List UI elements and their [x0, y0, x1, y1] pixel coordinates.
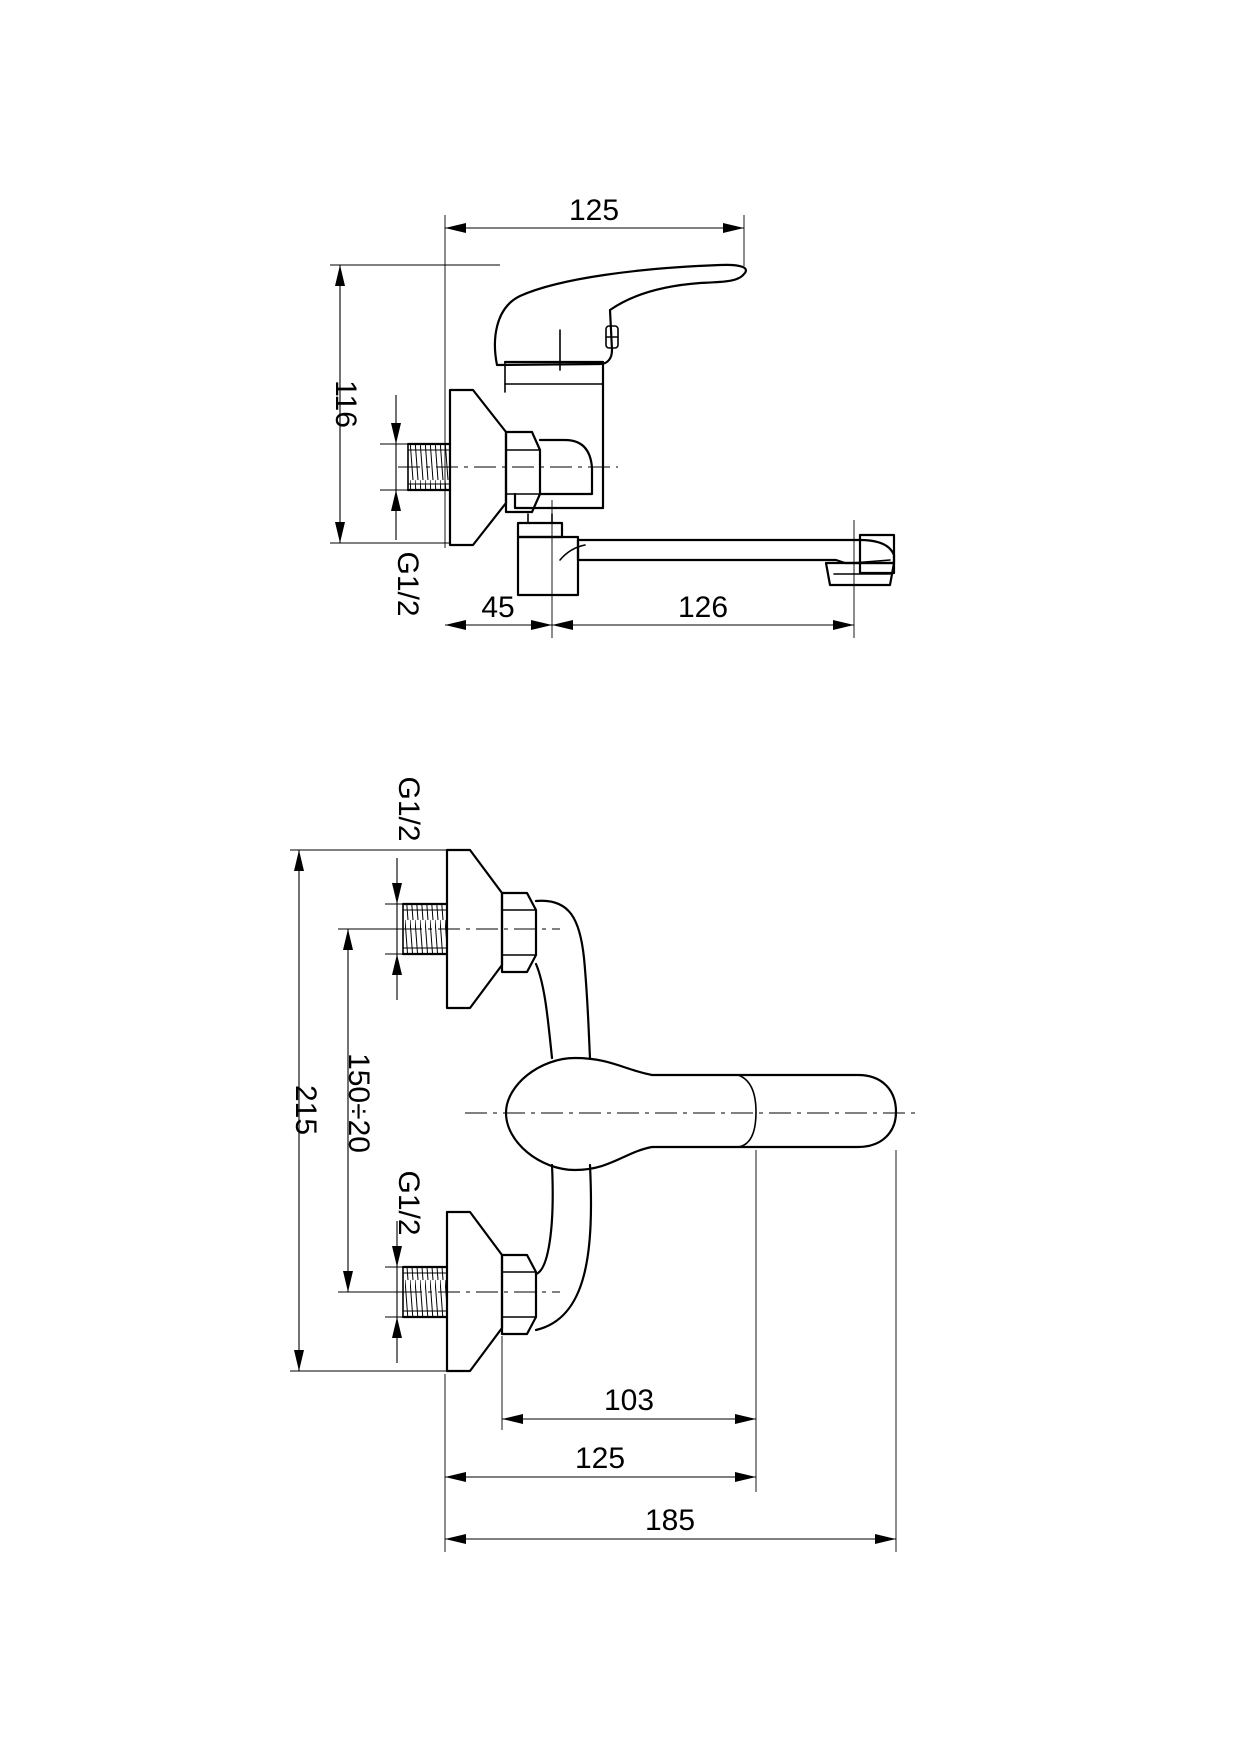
front-dim-lever-tip: 125: [444, 1374, 756, 1552]
front-dim-inlet-spacing-label: 150÷20: [342, 1053, 375, 1153]
side-dim-inlet-body-label: 45: [481, 591, 514, 624]
front-dim-lever-tip-label: 125: [575, 1442, 625, 1475]
front-dim-total-height-label: 215: [289, 1085, 322, 1135]
side-thread-label: G1/2: [391, 551, 424, 616]
front-thread-upper-label: G1/2: [392, 776, 425, 841]
front-dim-thread-upper: G1/2: [385, 776, 425, 1000]
side-dim-height: 116: [329, 264, 500, 544]
front-dim-total-height: 215: [289, 849, 447, 1372]
side-hex-nut: [504, 430, 542, 514]
front-s-body: [534, 899, 592, 1060]
side-lever-screw: [605, 325, 619, 349]
side-elbow: [538, 438, 594, 496]
front-lower-hex-nut: [500, 1253, 538, 1336]
front-dim-lever-reach-label: 103: [604, 1384, 654, 1417]
front-lower-flange: [445, 1210, 504, 1373]
side-dim-thread: G1/2: [380, 395, 424, 617]
front-upper-hex-nut: [500, 891, 538, 974]
side-dim-height-label: 116: [329, 380, 362, 428]
front-view: G1/2 G1/2 215 150÷20: [289, 776, 915, 1552]
front-dim-overall-width: 185: [445, 1150, 897, 1552]
side-lever-handle: [493, 263, 747, 367]
side-spout: [516, 513, 896, 597]
side-dim-bottom: 45 126: [445, 500, 855, 638]
side-dim-spout-label: 126: [678, 591, 728, 624]
front-dim-lever-reach: 103: [501, 1150, 757, 1492]
front-dim-inlet-spacing: 150÷20: [338, 928, 403, 1293]
side-wall-flange: [448, 388, 508, 547]
side-dim-top-width-label: 125: [569, 194, 619, 227]
side-cartridge-body: [503, 329, 605, 510]
side-view: 125 116 G1/2 45: [329, 194, 896, 638]
front-thread-lower-label: G1/2: [392, 1170, 425, 1235]
front-dim-overall-width-label: 185: [645, 1504, 695, 1537]
side-dim-top-width: 125: [444, 194, 745, 548]
front-dim-thread-lower: G1/2: [385, 1170, 425, 1363]
